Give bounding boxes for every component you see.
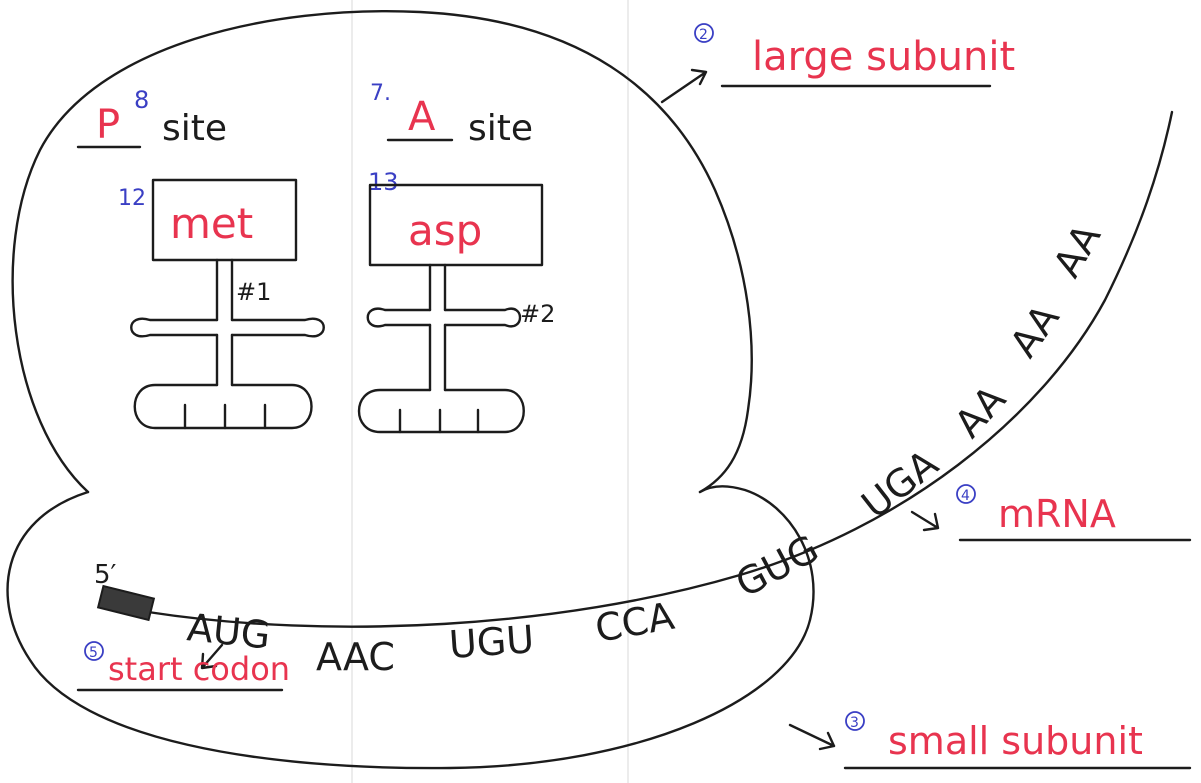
trna-left-tag: #1: [236, 278, 271, 306]
codon: UGU: [448, 617, 536, 667]
codon: AA: [946, 377, 1014, 446]
trna-right-anticodon-loop: [357, 388, 525, 434]
codon: AAC: [316, 635, 395, 679]
a-site-word: site: [468, 108, 533, 149]
start-codon-label: 5 start codon: [76, 641, 290, 692]
trna-left-right-arm: [230, 317, 325, 338]
codon: AA: [1001, 296, 1067, 365]
trna-left-amino-box: [151, 178, 298, 262]
codon: UGA: [853, 441, 946, 527]
p-site-answer: P: [96, 102, 120, 148]
mrna-label: 4 mRNA: [910, 484, 1192, 542]
trna-right-right-arm: [443, 307, 522, 328]
a-site-answer: A: [408, 94, 436, 140]
a-site-number: 7.: [370, 81, 391, 106]
codon: CCA: [592, 594, 678, 651]
start-codon-text: start codon: [108, 650, 290, 688]
trna-right-left-arm: [366, 307, 432, 328]
p-site-number: 8: [134, 86, 149, 114]
codon: AA: [1045, 217, 1110, 285]
five-prime-cap: [96, 584, 156, 622]
small-subunit-number: 3: [850, 715, 859, 731]
large-subunit-text: large subunit: [752, 34, 1015, 80]
trna-left-amino-acid: met: [170, 199, 253, 248]
trna-right-number: 13: [368, 168, 399, 196]
trna-right-amino-acid: asp: [408, 206, 482, 255]
trna-right-amino-box: [368, 183, 544, 267]
trna-left: 12 met #1: [118, 178, 325, 430]
trna-left-number: 12: [118, 186, 146, 211]
trna-right-tag: #2: [520, 300, 555, 328]
trna-right: 13 asp #2: [357, 168, 555, 434]
large-subunit-outline: [11, 10, 753, 494]
small-subunit-text: small subunit: [888, 719, 1143, 763]
codon-sequence: AUG AAC UGU CCA GUG UGA AA AA AA: [185, 217, 1109, 679]
small-subunit-label: 3 small subunit: [788, 711, 1192, 770]
p-site-label: P 8 site: [76, 86, 227, 149]
small-subunit-outline: [6, 485, 815, 770]
large-subunit-number: 2: [699, 27, 708, 43]
mrna-backbone: [146, 110, 1174, 628]
start-codon-number: 5: [89, 645, 98, 661]
mrna-text: mRNA: [998, 492, 1116, 536]
paper-guides: [351, 0, 629, 783]
five-prime-label: 5′: [94, 560, 117, 590]
a-site-label: 7. A site: [370, 81, 533, 149]
mrna-number: 4: [961, 488, 970, 504]
trna-left-anticodon-loop: [133, 383, 313, 430]
large-subunit-label: 2 large subunit: [660, 23, 1015, 104]
codon: GUG: [729, 526, 826, 606]
codon: AUG: [185, 605, 272, 657]
trna-left-left-arm: [130, 317, 219, 338]
p-site-word: site: [162, 108, 227, 149]
